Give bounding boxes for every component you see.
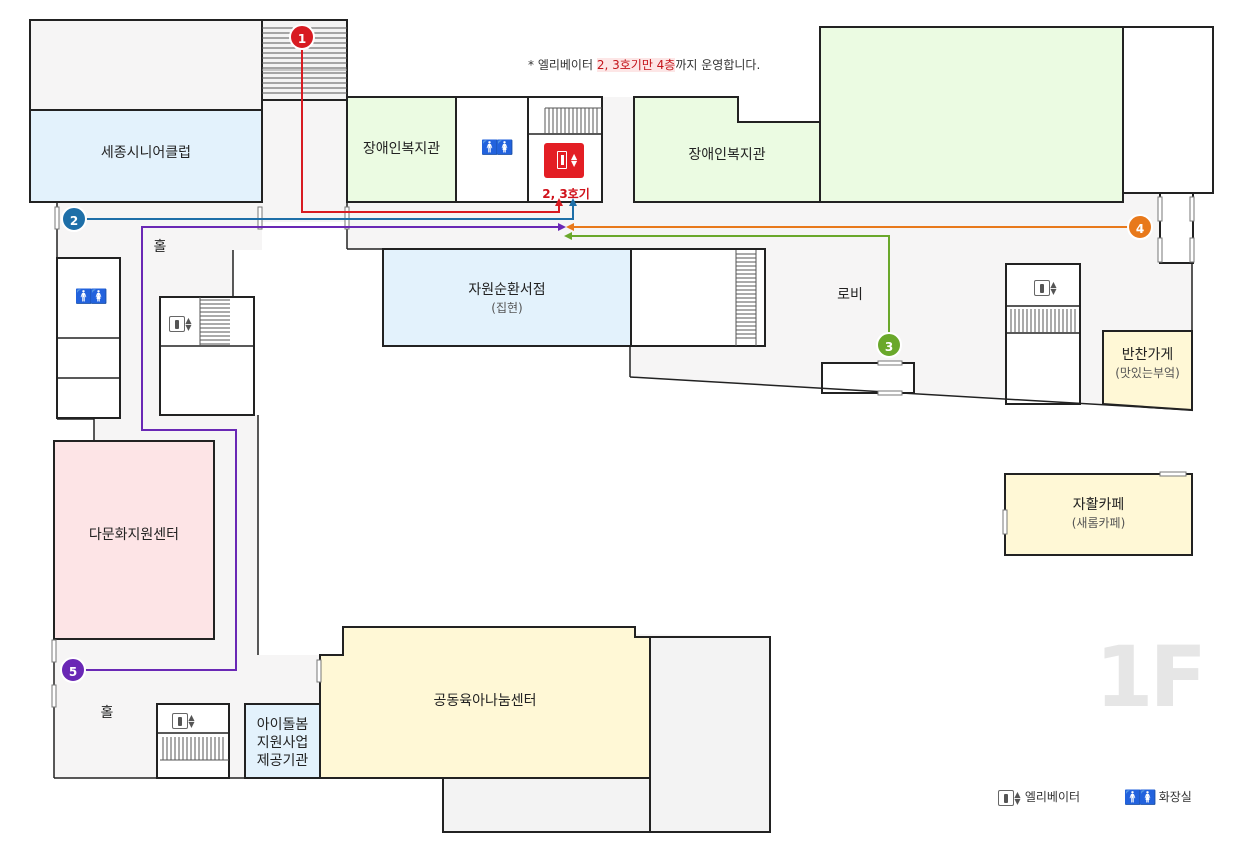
side-shop-name: 반찬가게 (1121, 347, 1174, 363)
label-cafe: 자활카페 (새롬카페) (1005, 496, 1192, 531)
room-elevator-bottom (156, 703, 230, 779)
room-cafe (1004, 473, 1193, 556)
child-care-line1: 아이돌봄 (256, 717, 309, 733)
label-sejong: 세종시니어클럽 (100, 145, 192, 161)
elevator-main-icon: ▲▼ (544, 143, 584, 178)
legend-restroom: 🚹🚺 화장실 (1124, 788, 1192, 806)
elevator-note: * 엘리베이터 2, 3호기만 4층까지 운영합니다. (528, 56, 760, 73)
resource-store-sub: (집현) (491, 300, 523, 315)
elevator-icon: ▲▼ (1034, 277, 1057, 296)
label-hall-bottom: 홀 (100, 705, 114, 721)
side-shop-sub: (맛있는부엌) (1115, 365, 1180, 380)
floor-label: 1F (1095, 628, 1207, 726)
restroom-icon: 🚹🚺 (75, 289, 108, 305)
route-badge-2: 2 (61, 206, 87, 232)
route-1 (301, 37, 560, 213)
legend-restroom-label: 화장실 (1158, 790, 1192, 804)
room-lobby-counter (821, 362, 915, 394)
dividers (29, 20, 1193, 779)
rooms (29, 19, 1214, 833)
note-suffix: 까지 운영합니다. (675, 58, 761, 72)
restroom-icon: 🚹🚺 (481, 140, 514, 156)
route-5 (73, 226, 558, 671)
label-childcare-center: 공동육아나눔센터 (433, 693, 537, 709)
room-restroom-top (455, 96, 529, 203)
building-footprint (30, 20, 1213, 832)
up-down-arrows-icon: ▲▼ (1014, 789, 1021, 806)
label-side-shop: 반찬가게 (맛있는부엌) (1103, 346, 1192, 381)
route-2 (74, 204, 574, 220)
note-highlight: 2, 3호기만 4층 (596, 58, 676, 72)
elevator-left-hatch (199, 297, 230, 346)
restroom-icon: 🚹🚺 (1124, 789, 1157, 806)
child-care-line3: 제공기관 (256, 753, 309, 770)
elevator-icon: ▲▼ (169, 313, 192, 332)
resource-store-name: 자원순환서점 (468, 282, 546, 298)
label-hall-top: 홀 (153, 239, 167, 255)
escalator-store-hatch (735, 250, 757, 346)
route-badge-4: 4 (1127, 214, 1153, 240)
legend-elevator-label: 엘리베이터 (1024, 790, 1081, 804)
room-childcare-right (649, 636, 771, 833)
room-childcare-bottom (442, 777, 651, 833)
label-multicultural: 다문화지원센터 (88, 527, 180, 543)
route-3 (570, 235, 890, 344)
label-child-care-support: 아이돌봄 지원사업 제공기관 (245, 716, 320, 771)
child-care-line2: 지원사업 (256, 735, 309, 752)
stairs-hatching (160, 27, 1076, 761)
elevator-right-hatch (1010, 309, 1076, 333)
room-disability-left (346, 96, 457, 203)
room-disability-right-big (819, 26, 1124, 203)
route-badge-3: 3 (876, 332, 902, 358)
elevator-bottom-hatch (160, 737, 229, 761)
room-multicultural (53, 440, 215, 640)
stair-top-hatch (262, 27, 347, 94)
elevator-main-label: 2, 3호기 (542, 187, 590, 201)
cafe-name: 자활카페 (1072, 497, 1125, 513)
room-sejong (29, 109, 263, 203)
room-top-right-block (1122, 26, 1214, 194)
room-resource-store (382, 248, 632, 347)
routes (73, 37, 1140, 671)
label-disability-right: 장애인복지관 (688, 147, 766, 163)
legend-elevator: ▲▼ 엘리베이터 (998, 788, 1080, 806)
label-disability-left: 장애인복지관 (362, 141, 441, 157)
elevator-main-hatch (544, 107, 602, 134)
room-top-right-stair (1159, 192, 1194, 264)
label-resource-store: 자원순환서점 (집현) (383, 281, 631, 316)
note-prefix: * 엘리베이터 (528, 58, 597, 72)
route-badge-5: 5 (60, 657, 86, 683)
room-top-left-block (29, 19, 263, 111)
label-lobby: 로비 (837, 287, 863, 303)
elevator-icon (998, 789, 1014, 806)
cafe-sub: (새롬카페) (1071, 515, 1126, 530)
elevator-icon: ▲▼ (172, 710, 195, 729)
route-badge-1: 1 (289, 24, 315, 50)
